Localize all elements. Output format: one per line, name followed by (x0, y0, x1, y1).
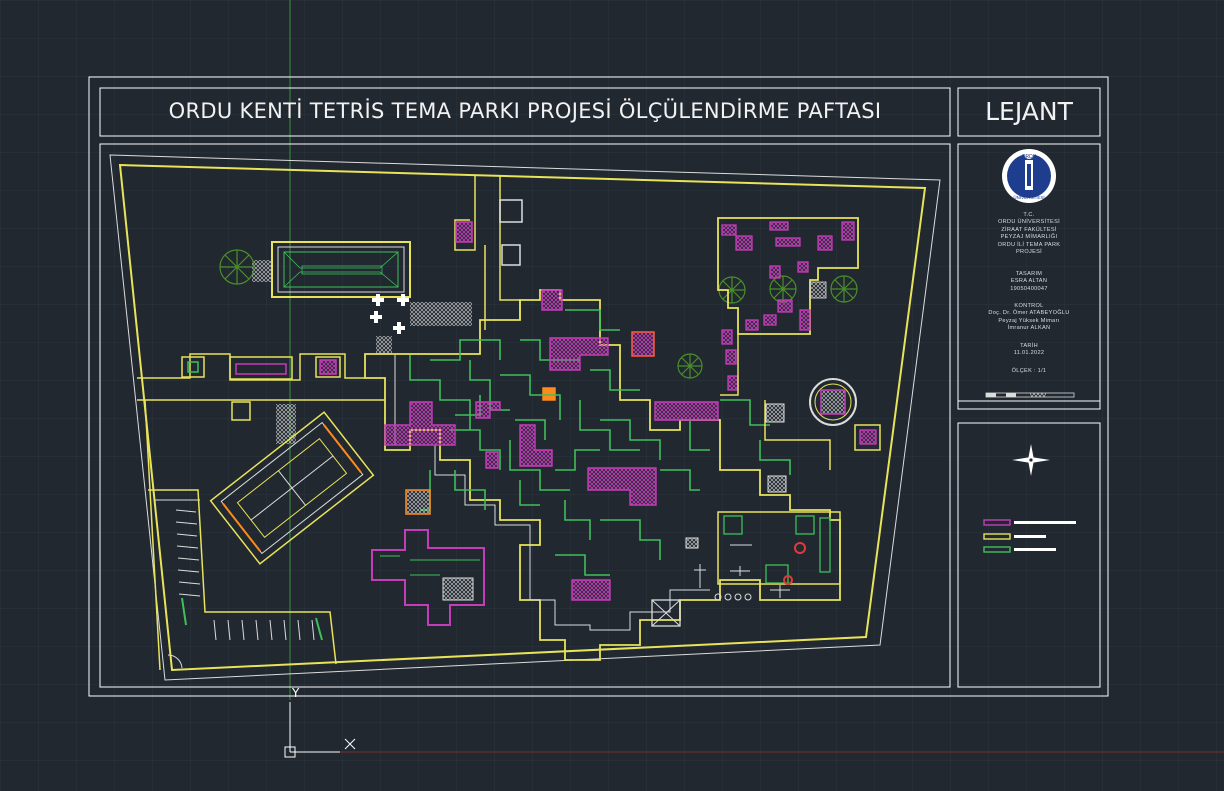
sheet-title: ORDU KENTİ TETRİS TEMA PARKI PROJESİ ÖLÇ… (168, 99, 882, 123)
north-arrow-icon (1012, 444, 1050, 476)
scale-value: ÖLÇEK : 1/1 (1011, 368, 1047, 374)
institution-line: ORDU ÜNİVERSİTESİ (998, 219, 1060, 226)
sport-court (209, 411, 375, 565)
institution-line: PROJESİ (1015, 249, 1043, 256)
parking-area (148, 489, 337, 669)
title-block-scale: ÖLÇEK : 1/1 (958, 368, 1100, 375)
tetris-maze (364, 289, 841, 661)
tree-symbols (219, 249, 858, 379)
control-label: KONTROL (1014, 303, 1044, 309)
legend-entries (983, 519, 1076, 553)
date-value: 11.01.2022 (1013, 350, 1045, 357)
logo-text-bottom: ÜNİVERSİTESİ (1013, 194, 1044, 200)
site-boundary (109, 154, 941, 681)
logo-text-top: ORDU (1022, 154, 1037, 160)
institution-line: T.C. (1023, 212, 1035, 218)
legend-entry-yellow (983, 533, 1046, 540)
ucs-icon (284, 702, 356, 758)
ucs-y-label: Y (291, 686, 300, 700)
playground-structure (371, 489, 485, 626)
institution-line: ZİRAAT FAKÜLTESİ (1001, 226, 1057, 233)
planter-boxes (181, 199, 655, 421)
legend-entry-green (983, 546, 1056, 553)
seating-crosses (370, 294, 409, 334)
title-block-design: TASARIM ESRA ALTAN 19050400047 (958, 271, 1100, 293)
bottom-right-amenities (651, 475, 841, 627)
title-block-institution: T.C. ORDU ÜNİVERSİTESİ ZİRAAT FAKÜLTESİ … (958, 212, 1100, 256)
legend-entry-magenta (983, 519, 1076, 526)
title-block-control: KONTROL Doç. Dr. Ömer ATABEYOĞLU Peyzaj … (958, 303, 1100, 333)
controller-line: İmranur ALKAN (1007, 325, 1051, 332)
paving-patch (376, 336, 392, 354)
sheet-frame (88, 76, 1109, 697)
institution-line: ORDU İLİ TEMA PARK (997, 241, 1061, 248)
title-block-date: TARİH 11.01.2022 (958, 343, 1100, 358)
scale-bar (958, 392, 1100, 402)
controller-line: Doç. Dr. Ömer ATABEYOĞLU (988, 310, 1070, 317)
university-logo (1002, 149, 1056, 203)
student-number: 19050400047 (1010, 285, 1048, 292)
designer-name: ESRA ALTAN (1010, 278, 1048, 285)
legend-heading: LEJANT (985, 96, 1073, 126)
institution-line: PEYZAJ MİMARLIĞI (1000, 234, 1058, 241)
controller-line: Peyzaj Yüksek Mimarı (998, 317, 1060, 324)
design-label: TASARIM (1015, 271, 1043, 277)
top-right-garden (717, 217, 859, 396)
paving-patch (410, 302, 472, 326)
paving-patch (252, 260, 272, 282)
paving-patch (276, 404, 296, 444)
tetris-block-features (384, 289, 719, 601)
round-plaza (764, 378, 881, 470)
date-label: TARİH (1020, 343, 1038, 349)
